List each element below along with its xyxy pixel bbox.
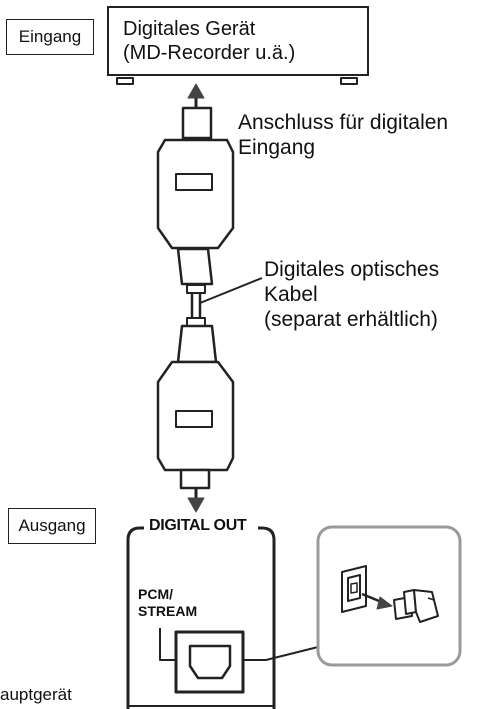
arrow-down-icon xyxy=(187,488,205,513)
inset-socket-icon xyxy=(341,565,367,613)
optical-jack-icon xyxy=(174,630,245,694)
main-unit-label: auptgerät xyxy=(0,685,72,704)
inset-detail-box xyxy=(316,525,462,667)
pcm-stream-line2: STREAM xyxy=(138,603,198,619)
input-label: Eingang xyxy=(18,27,82,46)
digital-out-panel xyxy=(126,526,276,709)
cable-label-line2: Kabel xyxy=(264,283,318,306)
output-label-box: Ausgang xyxy=(8,508,96,544)
digital-device-box: Digitales Gerät (MD-Recorder u.ä.) xyxy=(107,6,369,76)
pcm-leader-line xyxy=(159,628,176,661)
pcm-stream-label: PCM/ STREAM xyxy=(138,586,197,620)
digital-out-label: DIGITAL OUT xyxy=(146,517,250,535)
device-name-line2: (MD-Recorder u.ä.) xyxy=(123,42,296,64)
cable-label-line1: Digitales optisches xyxy=(264,258,440,281)
cable-leader-line xyxy=(199,277,263,304)
bottom-optical-plug xyxy=(156,317,235,490)
arrow-up-icon xyxy=(187,83,205,108)
cable-label-line3: (separat erhältlich) xyxy=(264,308,438,331)
connector-label-line2: Eingang xyxy=(238,136,316,159)
inset-callout-line xyxy=(243,646,319,661)
device-feet xyxy=(116,77,358,85)
connector-label-line1: Anschluss für digitalen xyxy=(238,111,449,134)
pcm-stream-line1: PCM/ xyxy=(138,586,173,602)
top-optical-plug xyxy=(156,106,235,294)
protective-cap-icon xyxy=(393,589,439,623)
cable-label: Digitales optisches Kabel (separat erhäl… xyxy=(264,257,439,332)
input-label-box: Eingang xyxy=(6,19,94,55)
cap-removal-arrow-icon xyxy=(361,592,393,610)
device-name-line1: Digitales Gerät xyxy=(123,18,256,40)
output-label: Ausgang xyxy=(18,516,86,535)
optical-cable xyxy=(190,293,202,318)
connector-label: Anschluss für digitalen Eingang xyxy=(238,110,448,160)
